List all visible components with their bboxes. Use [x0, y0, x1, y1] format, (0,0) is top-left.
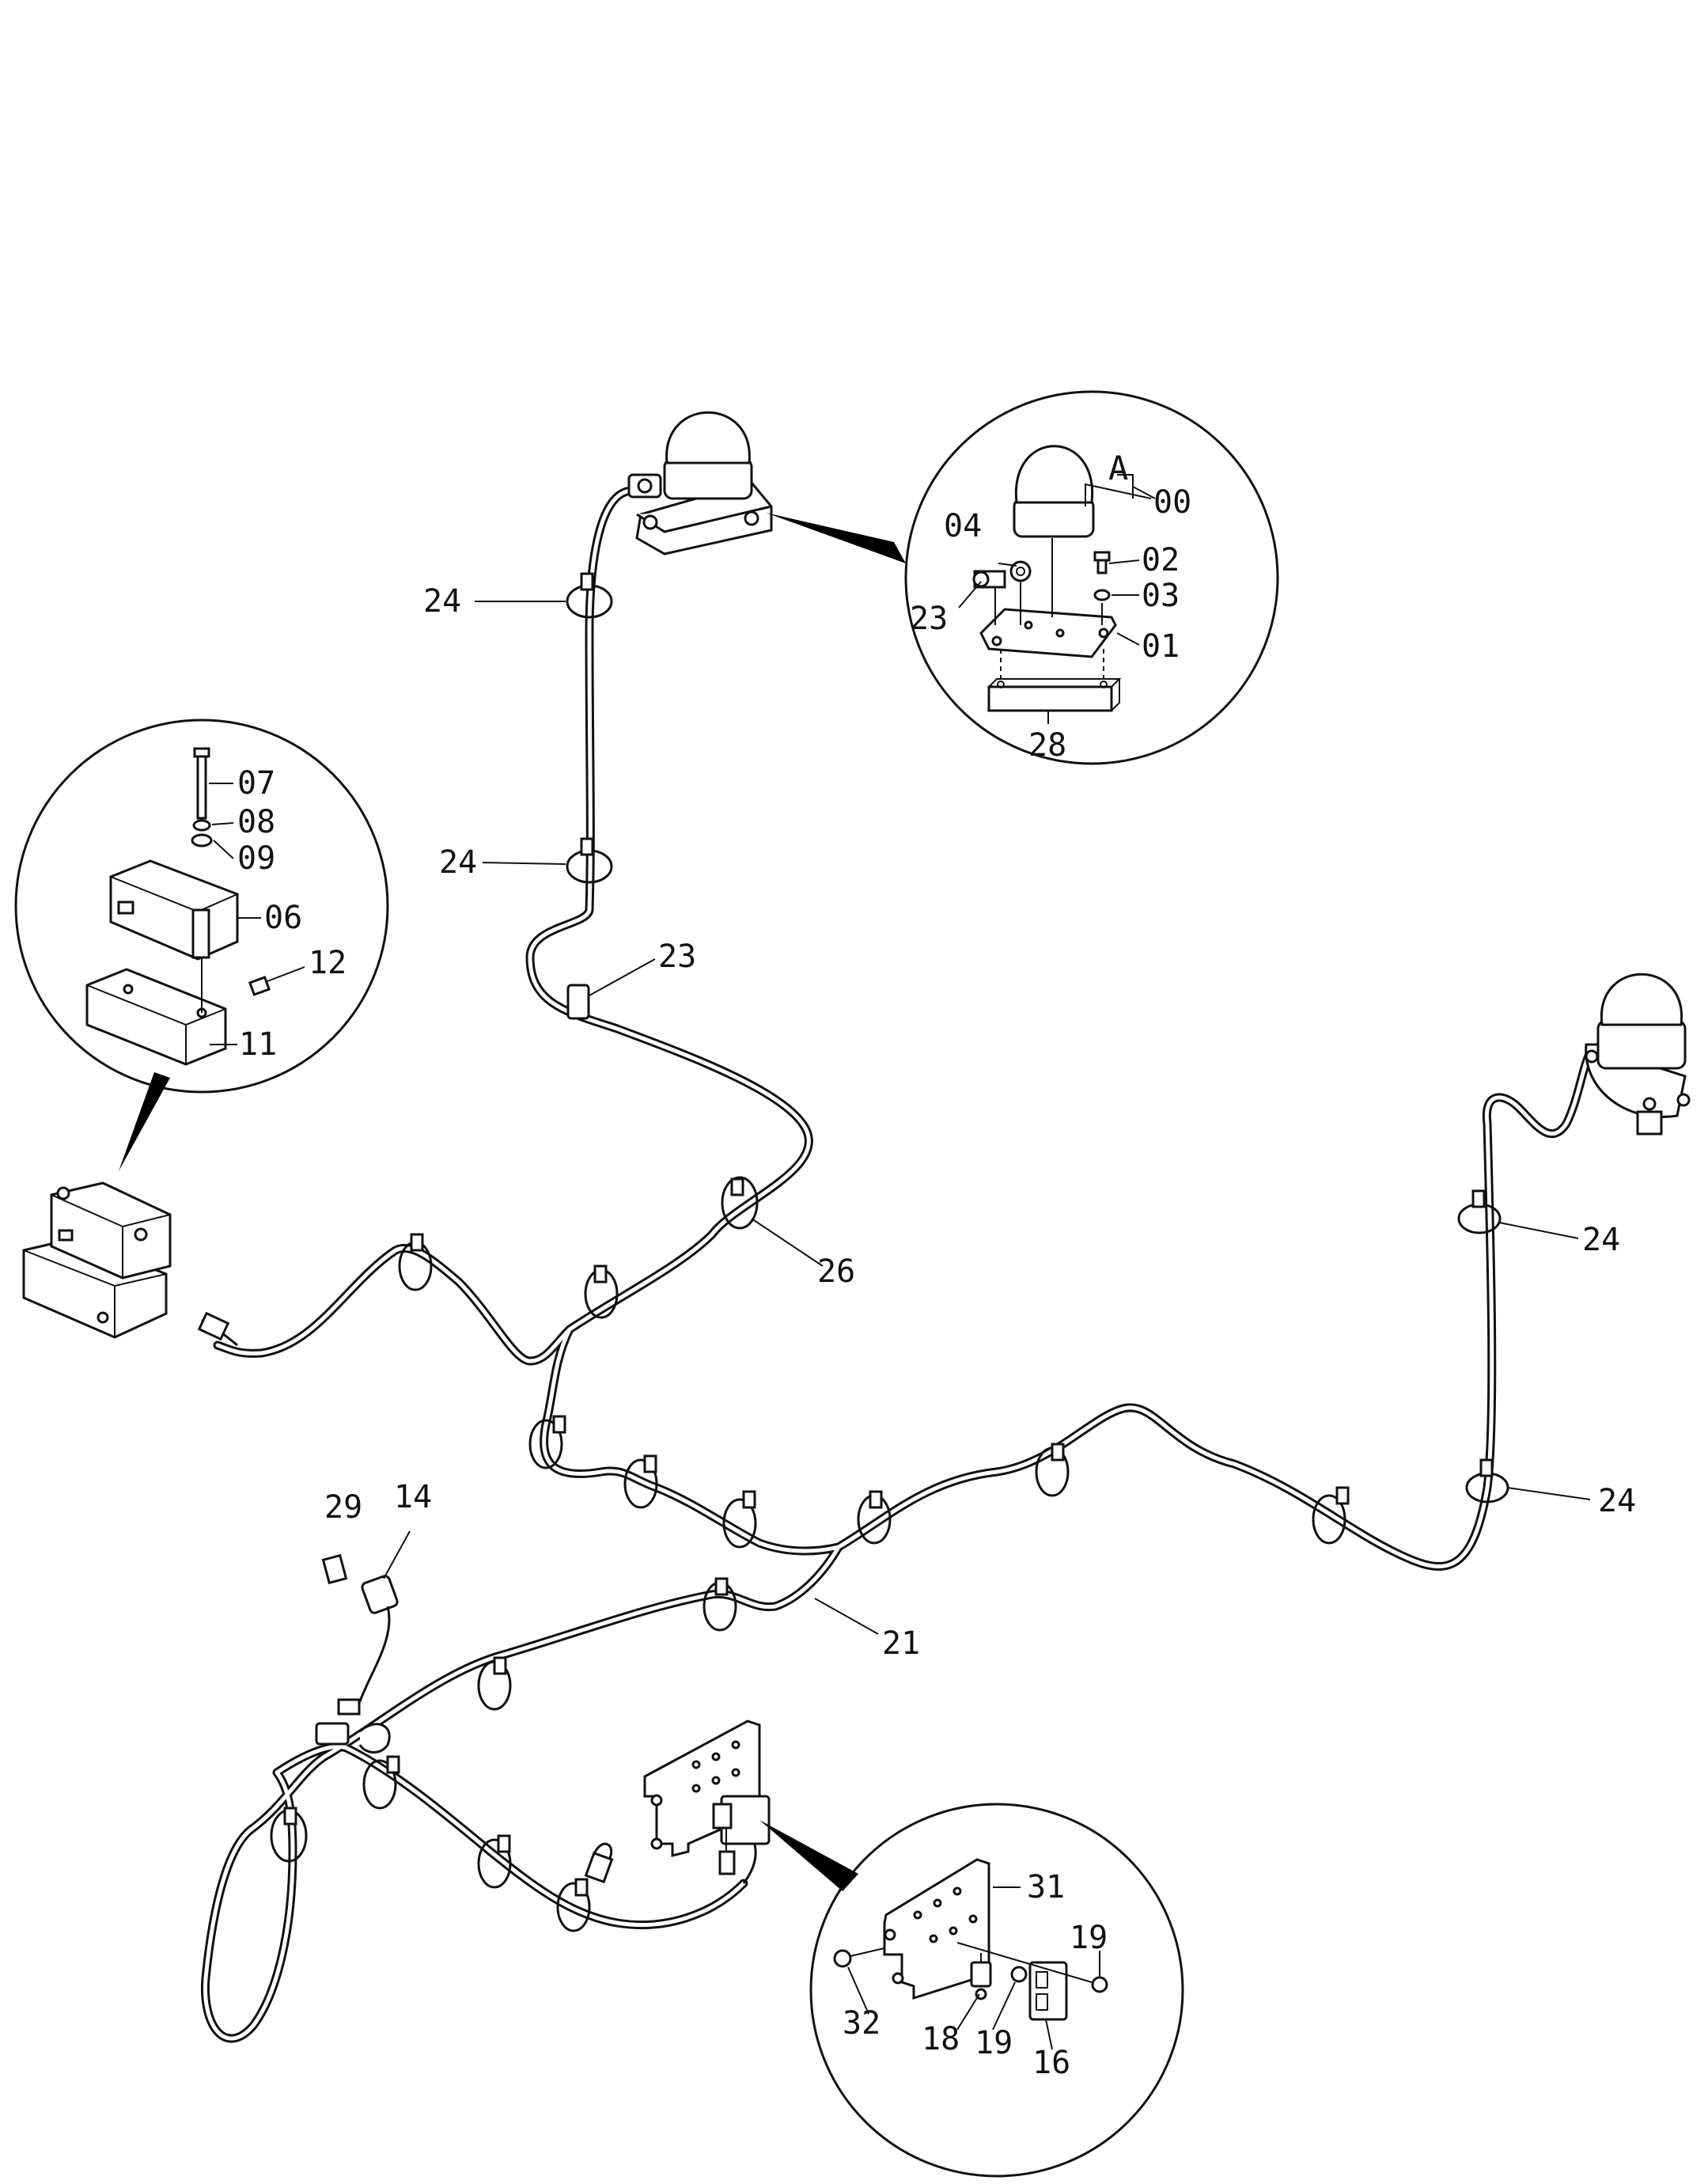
- leader-lines: [209, 474, 1591, 2050]
- relay-16: [1028, 1961, 1068, 2021]
- washer-08: [192, 819, 211, 832]
- callout-06: 06: [264, 900, 302, 936]
- callout-04: 04: [944, 508, 982, 544]
- washer-09: [191, 833, 213, 847]
- clamp-26: [721, 1176, 759, 1230]
- harness-wire: [200, 486, 1595, 2043]
- connector-29: [321, 1553, 348, 1585]
- beacon-lamp-right: [1585, 973, 1691, 1136]
- callout-08: 08: [237, 804, 275, 840]
- callout-11: 11: [239, 1026, 277, 1063]
- callout-23-main: 23: [658, 938, 696, 975]
- clamp-harness-e: [722, 1498, 757, 1549]
- detail-circle-beacon: [766, 390, 1279, 765]
- connector-14: [361, 1575, 399, 1614]
- main-wire-harness: [200, 486, 1595, 2043]
- callout-24-right-lower: 24: [1598, 1483, 1636, 1519]
- bolt-07: [196, 752, 207, 820]
- callout-24-upper: 24: [423, 583, 461, 620]
- callout-32: 32: [843, 2005, 881, 2042]
- clamp-harness-n: [556, 1882, 591, 1932]
- callout-21: 21: [882, 1625, 920, 1662]
- washer-03: [1093, 589, 1111, 601]
- callout-09: 09: [237, 840, 275, 877]
- bolt-12: [248, 976, 271, 996]
- detail-circle-relay: [759, 1803, 1184, 2178]
- callout-23-detail: 23: [910, 601, 948, 637]
- harness-clamps: [270, 572, 1509, 1932]
- clamp-harness-c: [528, 1419, 563, 1469]
- washer-04: [1009, 560, 1032, 582]
- control-box-left: [22, 1181, 238, 1347]
- callout-02: 02: [1142, 542, 1180, 578]
- beacon-lamp-top: [627, 411, 773, 555]
- nut-19-lower: [1010, 1966, 1028, 1983]
- callout-A: A: [1108, 449, 1128, 487]
- callout-14: 14: [394, 1479, 432, 1515]
- callout-00: 00: [1153, 484, 1191, 521]
- relay-18: [970, 1961, 992, 1988]
- bolt-32: [833, 1949, 852, 1968]
- callout-31: 31: [1027, 1869, 1065, 1905]
- callout-18: 18: [922, 2021, 960, 2057]
- clamp-harness-m: [477, 1838, 512, 1889]
- callout-28: 28: [1028, 727, 1066, 764]
- callout-24-middle: 24: [439, 844, 477, 881]
- detail-circle-control-box: [14, 719, 389, 1171]
- clamp-harness-h: [1312, 1494, 1346, 1545]
- nut-19-upper: [1091, 1976, 1108, 1993]
- callout-19-upper: 19: [1070, 1920, 1108, 1956]
- harness-wire-core: [203, 488, 1592, 2041]
- callout-24-right-upper: 24: [1582, 1222, 1620, 1258]
- clamp-harness-d: [623, 1458, 658, 1509]
- callout-16: 16: [1032, 2045, 1070, 2081]
- callout-19-lower: 19: [975, 2025, 1013, 2061]
- callout-07: 07: [237, 765, 275, 802]
- callout-12: 12: [309, 945, 347, 981]
- callout-03: 03: [1142, 578, 1180, 614]
- clip-23: [566, 984, 590, 1020]
- callout-29: 29: [324, 1489, 362, 1526]
- clamp-harness-k: [362, 1759, 397, 1810]
- callout-labels: A 00 02 03 01 04 23 28 07 08 09 06 12 11…: [237, 449, 1636, 2081]
- relay-bracket-main: [643, 1720, 771, 1875]
- callout-01: 01: [1142, 628, 1180, 665]
- callout-26: 26: [817, 1253, 855, 1290]
